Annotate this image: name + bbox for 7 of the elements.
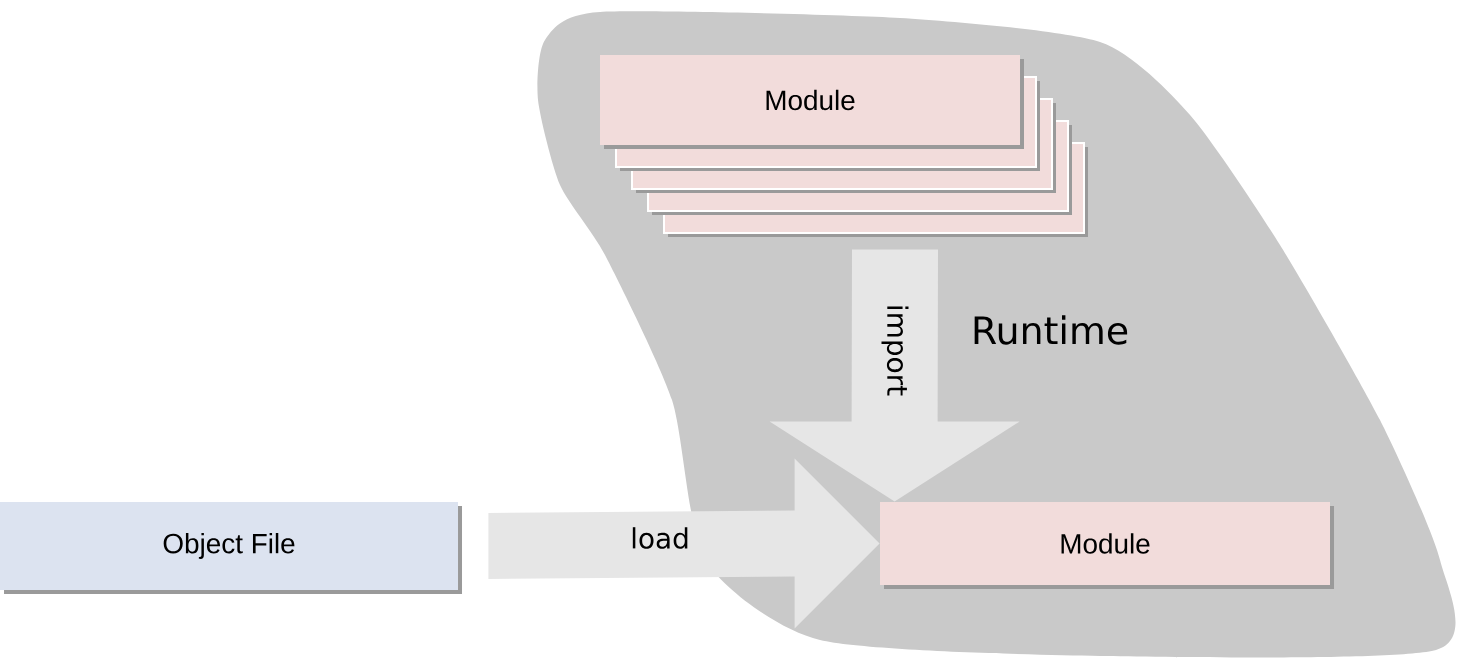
process-box: Module (880, 502, 1334, 589)
edge-label: import (881, 306, 909, 396)
process-box: Object File (0, 502, 462, 594)
module-stack: Module (600, 55, 1088, 237)
block-arrow (769, 249, 1020, 502)
block-arrow (488, 458, 880, 629)
edge-label: load (632, 527, 688, 549)
